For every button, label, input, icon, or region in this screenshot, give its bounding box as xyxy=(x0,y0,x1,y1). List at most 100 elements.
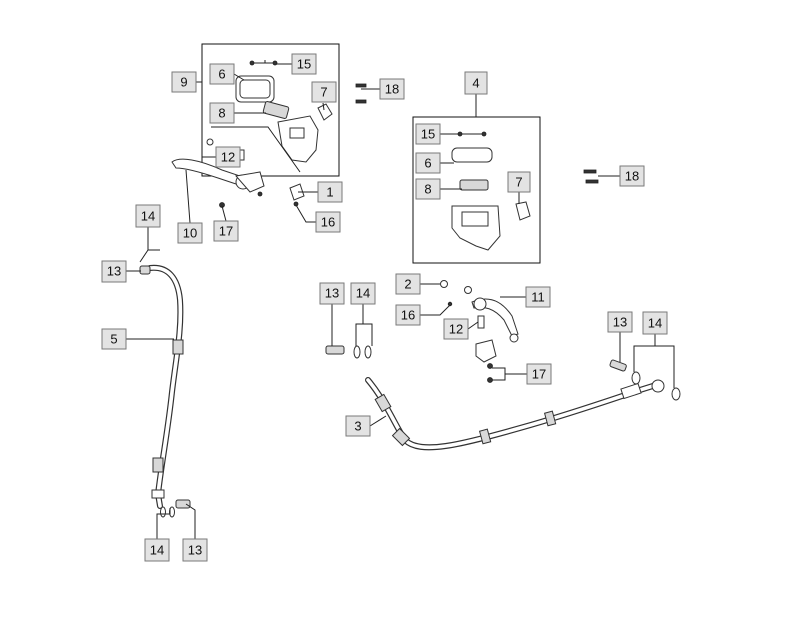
hose-3-sleeve-d xyxy=(543,410,557,427)
parts xyxy=(139,60,681,518)
label-4: 4 xyxy=(464,71,488,95)
leader-lines xyxy=(126,60,675,539)
screw-15b-head-1 xyxy=(457,131,463,137)
reservoir-cover-9-rim xyxy=(239,79,271,99)
svg-text:13: 13 xyxy=(613,315,627,330)
svg-text:7: 7 xyxy=(515,175,522,190)
label-1: 1 xyxy=(317,181,343,203)
svg-text:13: 13 xyxy=(107,264,121,279)
label-14-d: 14 xyxy=(144,538,170,562)
label-18-a: 18 xyxy=(379,78,405,100)
svg-text:15: 15 xyxy=(421,127,435,142)
nut-17b-2 xyxy=(487,377,493,383)
clamp-7a xyxy=(317,103,333,121)
screw-16b xyxy=(447,301,453,307)
clamp-1 xyxy=(289,183,305,201)
clamp-7b xyxy=(515,201,531,221)
label-13-a: 13 xyxy=(101,260,127,283)
svg-text:8: 8 xyxy=(424,182,431,197)
label-8-b: 8 xyxy=(415,178,441,200)
lever-11-pivot xyxy=(473,297,487,311)
label-14-a: 14 xyxy=(135,204,161,228)
label-18-b: 18 xyxy=(619,165,645,187)
label-12-a: 12 xyxy=(215,146,241,168)
bolt-18a-1 xyxy=(355,83,367,88)
svg-text:17: 17 xyxy=(532,367,546,382)
banjo-bolt-13c xyxy=(175,499,191,509)
svg-text:14: 14 xyxy=(141,209,155,224)
svg-text:14: 14 xyxy=(150,543,164,558)
svg-text:5: 5 xyxy=(110,332,117,347)
label-8-a: 8 xyxy=(209,102,235,124)
label-12-b: 12 xyxy=(443,318,469,340)
lever-11-bracket xyxy=(475,339,497,363)
svg-text:14: 14 xyxy=(356,286,370,301)
label-3: 3 xyxy=(345,415,371,437)
washer-14b-1 xyxy=(353,345,361,359)
screw-15a-head-1 xyxy=(249,60,255,66)
svg-text:17: 17 xyxy=(219,224,233,239)
hose-3 xyxy=(365,377,665,451)
label-13-d: 13 xyxy=(182,538,208,562)
svg-text:6: 6 xyxy=(424,156,431,171)
svg-text:6: 6 xyxy=(218,67,225,82)
svg-text:10: 10 xyxy=(183,226,197,241)
svg-text:13: 13 xyxy=(188,543,202,558)
nut-17a-2 xyxy=(257,191,263,197)
svg-text:2: 2 xyxy=(404,277,411,292)
hose-3-sleeve-b xyxy=(391,427,411,447)
hose-5-sleeve-lower xyxy=(152,457,164,473)
label-17-a: 17 xyxy=(213,220,239,242)
bolt-18b-2 xyxy=(585,179,599,184)
label-15-b: 15 xyxy=(415,123,441,145)
master-cylinder-body-9 xyxy=(277,115,319,163)
hose-3-banjo xyxy=(651,379,665,393)
screw-15b-head-2 xyxy=(481,131,487,137)
washer-14d-1 xyxy=(631,371,641,385)
svg-text:14: 14 xyxy=(648,316,662,331)
svg-text:18: 18 xyxy=(625,169,639,184)
banjo-bolt-13d xyxy=(609,359,627,372)
svg-text:1: 1 xyxy=(326,185,333,200)
master-cylinder-window-4 xyxy=(461,211,489,227)
label-6-b: 6 xyxy=(415,152,441,174)
label-7-a: 7 xyxy=(311,81,337,103)
hose-5-sleeve-upper xyxy=(172,339,184,355)
bolt-18a-2 xyxy=(355,99,367,104)
washer-14d-2 xyxy=(671,387,681,401)
bracket-2 xyxy=(440,280,448,288)
svg-text:8: 8 xyxy=(218,106,225,121)
label-13-c: 13 xyxy=(607,311,633,333)
svg-text:12: 12 xyxy=(221,150,235,165)
label-15-a: 15 xyxy=(291,53,317,75)
bolt-12b-head xyxy=(464,286,472,294)
lever-11-tip xyxy=(509,333,519,343)
label-16-a: 16 xyxy=(315,211,341,233)
hose-3-sleeve-a xyxy=(374,393,392,413)
washer-14c-1 xyxy=(160,506,166,518)
screw-16a xyxy=(293,201,299,207)
label-5: 5 xyxy=(101,328,127,350)
diaphragm-8a xyxy=(262,101,290,119)
hose-3-sleeve-c xyxy=(478,428,492,445)
banjo-bolt-13b xyxy=(325,345,345,355)
label-7-b: 7 xyxy=(507,171,531,193)
banjo-bolt-13a xyxy=(139,265,151,275)
svg-text:9: 9 xyxy=(180,75,187,90)
label-16-b: 16 xyxy=(395,304,421,326)
label-6-a: 6 xyxy=(209,63,235,85)
lever-10-bracket xyxy=(235,171,265,193)
label-17-b: 17 xyxy=(526,363,552,385)
reservoir-cover-4 xyxy=(451,147,493,163)
label-11: 11 xyxy=(525,286,551,308)
hose-3-ferrule xyxy=(620,382,642,400)
master-cylinder-window-9 xyxy=(289,127,305,139)
hose-5-ferrule xyxy=(151,489,165,499)
label-14-c: 14 xyxy=(642,311,668,335)
diaphragm-8b xyxy=(459,179,489,191)
label-9: 9 xyxy=(171,71,197,93)
nut-17b-1 xyxy=(487,363,493,369)
bolt-12a-head xyxy=(206,138,214,146)
label-14-b: 14 xyxy=(350,282,376,305)
